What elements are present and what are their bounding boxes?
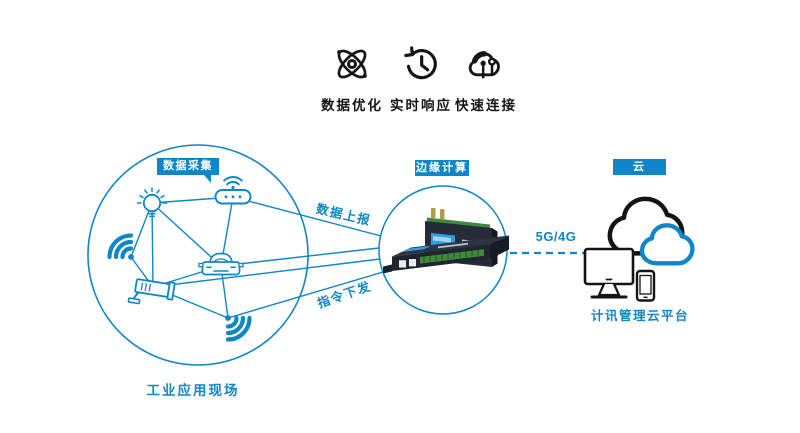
feature-data-optimization: 数据优化 bbox=[317, 44, 387, 114]
edge-gateway-device bbox=[383, 208, 509, 274]
router-icon bbox=[214, 176, 252, 205]
phone-icon bbox=[635, 269, 656, 302]
industrial-field-caption: 工业应用现场 bbox=[146, 383, 240, 398]
cloud-connect-icon bbox=[468, 51, 500, 79]
wifi-icon-bottom bbox=[225, 315, 252, 342]
cloud-platform-caption: 计讯管理云平台 bbox=[590, 309, 689, 323]
bulb-icon bbox=[136, 187, 168, 217]
feature-label: 快速连接 bbox=[455, 98, 517, 113]
camera-icon bbox=[127, 278, 176, 305]
car-icon bbox=[198, 252, 244, 276]
atom-icon bbox=[337, 49, 367, 79]
cloud-tag: 云 bbox=[613, 159, 666, 175]
feature-label: 实时响应 bbox=[390, 98, 452, 113]
cloud-icon-blue bbox=[639, 223, 695, 266]
network-links bbox=[130, 196, 384, 319]
edge-computing-tag: 边缘计算 bbox=[415, 160, 469, 176]
feature-fast-connect: 快速连接 bbox=[451, 44, 521, 114]
feature-realtime-response: 实时响应 bbox=[386, 44, 456, 114]
wifi-icon-left bbox=[107, 233, 134, 260]
history-clock-icon bbox=[404, 46, 437, 80]
feature-label: 数据优化 bbox=[321, 98, 383, 113]
wan-5g4g-label: 5G/4G bbox=[535, 229, 577, 244]
field-network-circle bbox=[87, 144, 309, 366]
data-collection-bubble: 数据采集 bbox=[157, 158, 219, 183]
monitor-icon bbox=[583, 247, 635, 299]
